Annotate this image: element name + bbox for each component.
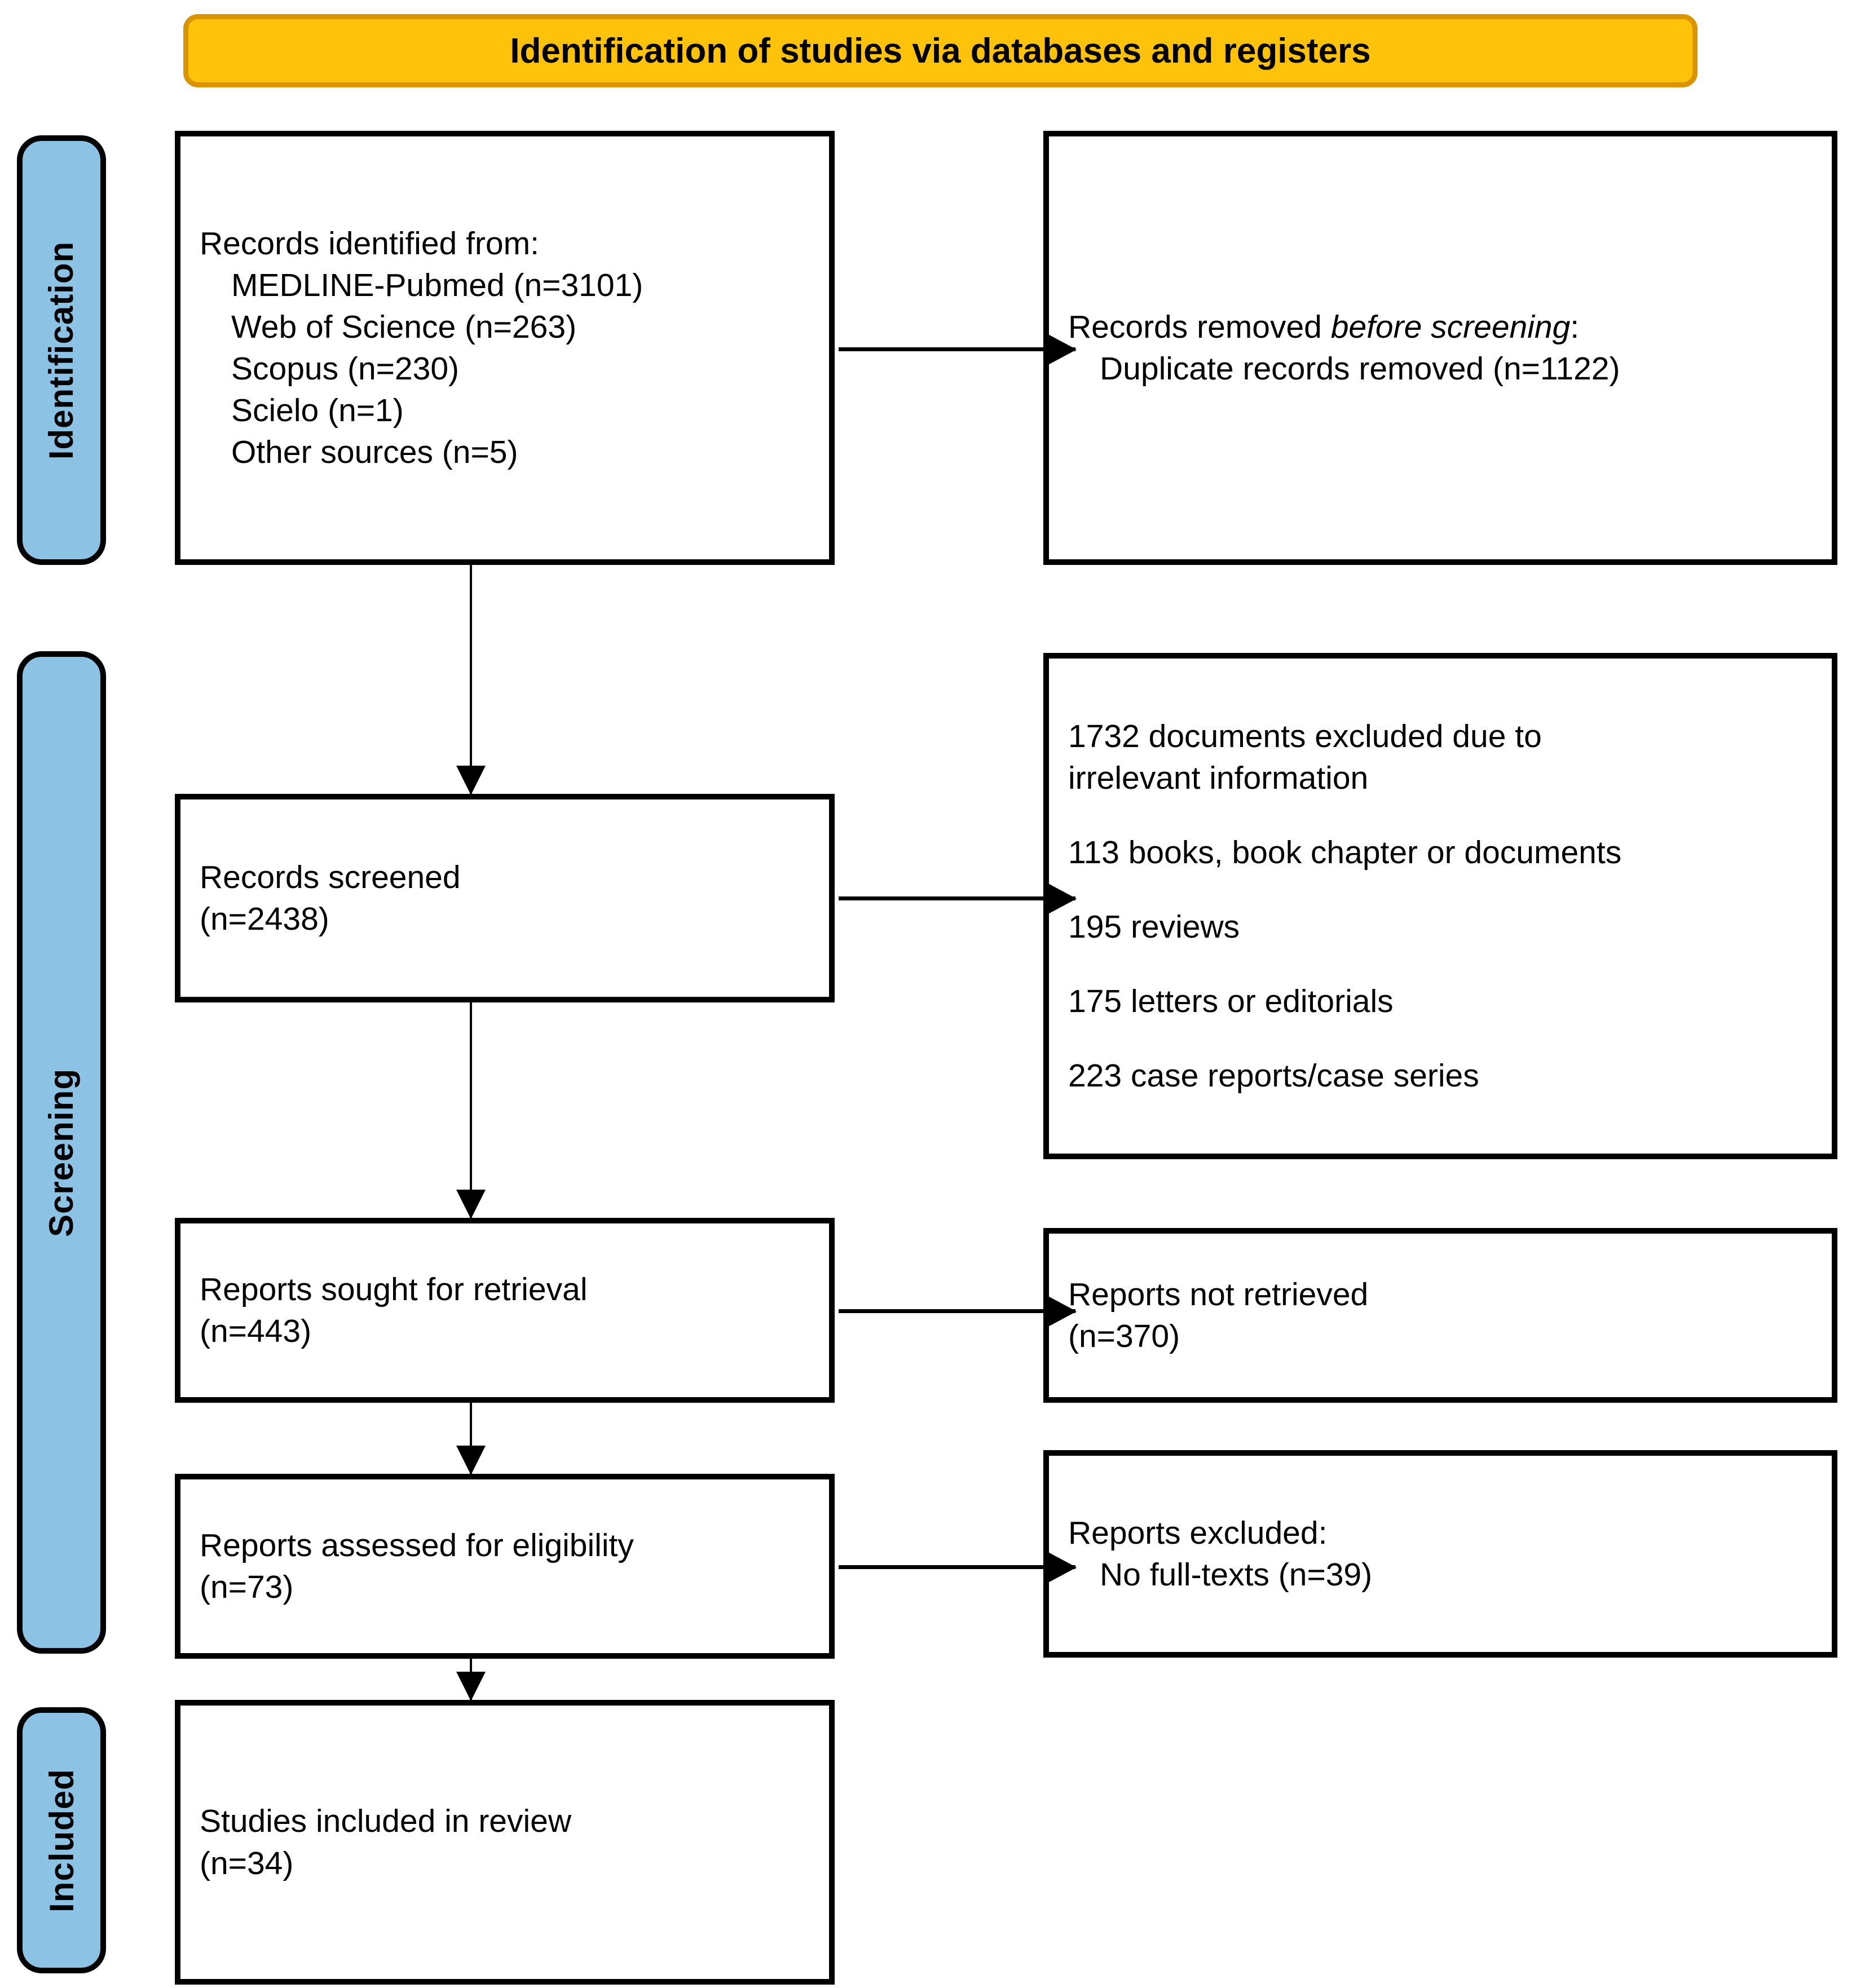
records-removed-emphasis: before screening: [1330, 308, 1571, 345]
records-identified-heading: Records identified from:: [200, 225, 539, 262]
box-records-identified: Records identified from: MEDLINE-Pubmed …: [175, 131, 835, 565]
box-reports-assessed: Reports assessed for eligibility (n=73): [175, 1474, 835, 1659]
source-other: Other sources (n=5): [231, 434, 518, 471]
records-removed-suffix: :: [1570, 308, 1580, 345]
spacer: [1068, 1022, 1813, 1055]
stage-identification-text: Identification: [42, 241, 81, 460]
arrow-sought-to-assessed-icon: [470, 1403, 472, 1474]
exclusion-books: 113 books, book chapter or documents: [1068, 834, 1622, 871]
exclusion-case-reports: 223 case reports/case series: [1068, 1058, 1479, 1094]
duplicate-records-removed: Duplicate records removed (n=1122): [1100, 351, 1620, 387]
box-studies-included: Studies included in review (n=34): [175, 1700, 835, 1985]
arrow-identified-to-screened-icon: [470, 565, 472, 794]
box-reports-sought: Reports sought for retrieval (n=443): [175, 1218, 835, 1403]
reports-not-retrieved-label: Reports not retrieved: [1068, 1276, 1369, 1313]
stage-label-screening: Screening: [17, 651, 106, 1654]
stage-label-included: Included: [17, 1707, 106, 1973]
stage-included-text: Included: [42, 1768, 81, 1912]
records-removed-heading: Records removed before screening:: [1068, 306, 1813, 348]
exclusion-irrelevant-line1: 1732 documents excluded due to: [1068, 718, 1542, 754]
studies-included-label: Studies included in review: [200, 1803, 572, 1840]
records-removed-prefix: Records removed: [1068, 308, 1331, 345]
spacer: [1068, 873, 1813, 906]
diagram-banner-title: Identification of studies via databases …: [183, 14, 1698, 87]
spacer: [1068, 799, 1813, 832]
reports-excluded-heading: Reports excluded:: [1068, 1514, 1328, 1551]
box-records-removed: Records removed before screening: Duplic…: [1043, 131, 1837, 565]
arrow-identified-to-removed-icon: [839, 347, 1075, 351]
box-records-excluded: 1732 documents excluded due to irrelevan…: [1043, 653, 1837, 1159]
spacer: [1068, 948, 1813, 980]
arrow-sought-to-not-retrieved-icon: [839, 1309, 1075, 1313]
source-scielo: Scielo (n=1): [231, 392, 404, 429]
reports-not-retrieved-count: (n=370): [1068, 1318, 1180, 1354]
box-reports-not-retrieved: Reports not retrieved (n=370): [1043, 1228, 1837, 1403]
reports-excluded-no-full-texts: No full-texts (n=39): [1100, 1557, 1373, 1593]
box-reports-excluded: Reports excluded: No full-texts (n=39): [1043, 1450, 1837, 1658]
reports-assessed-label: Reports assessed for eligibility: [200, 1527, 634, 1563]
records-screened-count: (n=2438): [200, 901, 329, 937]
source-scopus: Scopus (n=230): [231, 351, 460, 387]
studies-included-count: (n=34): [200, 1845, 294, 1881]
stage-screening-text: Screening: [42, 1068, 81, 1237]
box-records-screened: Records screened (n=2438): [175, 794, 835, 1002]
arrow-assessed-to-excluded-icon: [839, 1565, 1075, 1569]
exclusion-letters: 175 letters or editorials: [1068, 983, 1394, 1020]
reports-sought-count: (n=443): [200, 1313, 312, 1349]
reports-sought-label: Reports sought for retrieval: [200, 1271, 588, 1307]
records-screened-label: Records screened: [200, 859, 461, 895]
exclusion-irrelevant-line2: irrelevant information: [1068, 759, 1369, 796]
source-medline: MEDLINE-Pubmed (n=3101): [231, 267, 643, 303]
arrow-screened-to-sought-icon: [470, 1002, 472, 1218]
stage-label-identification: Identification: [17, 135, 106, 565]
reports-assessed-count: (n=73): [200, 1569, 294, 1605]
source-web-of-science: Web of Science (n=263): [231, 308, 577, 345]
arrow-screened-to-excluded-icon: [839, 896, 1075, 900]
exclusion-reviews: 195 reviews: [1068, 909, 1240, 945]
arrow-assessed-to-included-icon: [470, 1659, 472, 1700]
banner-label: Identification of studies via databases …: [510, 31, 1371, 70]
